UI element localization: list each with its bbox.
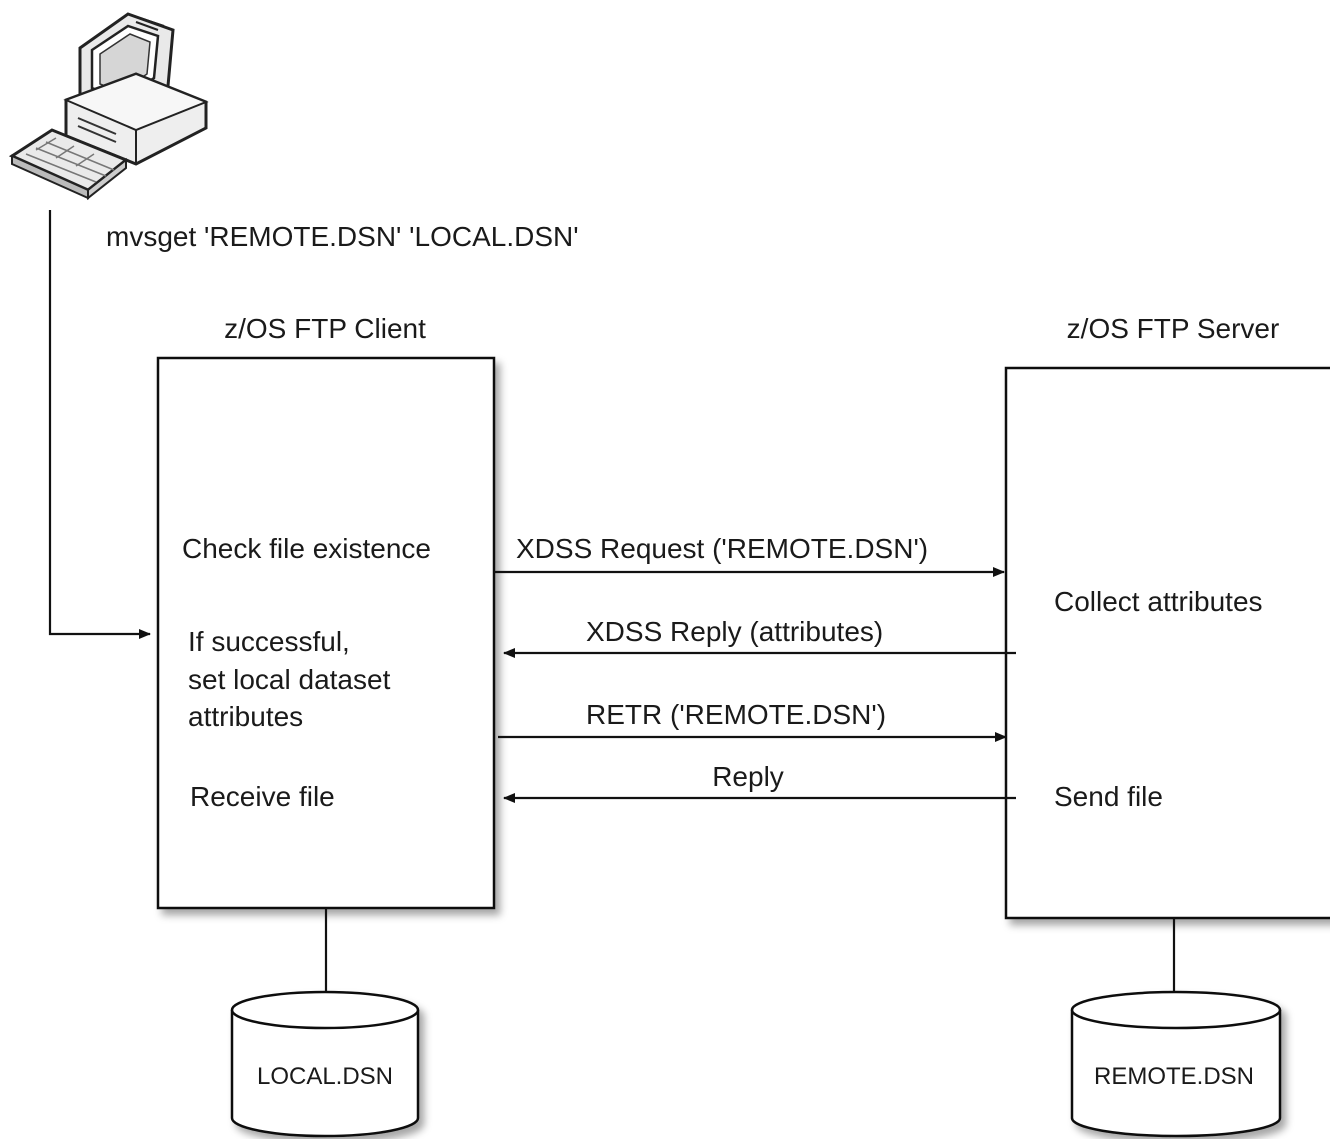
xdss-reply-label: XDSS Reply (attributes)	[586, 616, 883, 647]
receive-file-label: Receive file	[190, 781, 335, 812]
server-box	[1004, 366, 1330, 920]
collect-attributes-label: Collect attributes	[1054, 586, 1263, 617]
reply-label: Reply	[712, 761, 784, 792]
desktop-computer-icon	[8, 12, 209, 201]
set-attributes-line3: attributes	[188, 701, 303, 732]
client-box	[156, 356, 496, 910]
server-title: z/OS FTP Server	[1067, 313, 1280, 344]
local-dataset-label: LOCAL.DSN	[257, 1063, 393, 1090]
command-arrow	[48, 210, 151, 639]
command-text: mvsget 'REMOTE.DSN' 'LOCAL.DSN'	[106, 221, 579, 252]
set-attributes-line1: If successful,	[188, 626, 350, 657]
send-file-label: Send file	[1054, 781, 1163, 812]
remote-dataset-label: REMOTE.DSN	[1094, 1063, 1254, 1090]
retr-label: RETR ('REMOTE.DSN')	[586, 699, 886, 730]
client-title: z/OS FTP Client	[224, 313, 426, 344]
remote-dataset-cylinder-icon	[1070, 990, 1282, 1138]
xdss-request-label: XDSS Request ('REMOTE.DSN')	[516, 533, 928, 564]
set-attributes-line2: set local dataset	[188, 664, 391, 695]
local-dataset-cylinder-icon	[230, 990, 420, 1138]
check-existence-label: Check file existence	[182, 533, 431, 564]
